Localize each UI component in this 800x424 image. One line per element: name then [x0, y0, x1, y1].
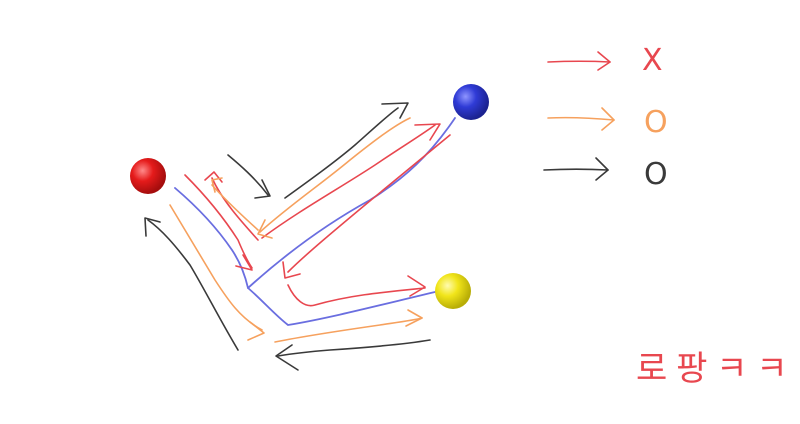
legend-symbol-black: O [644, 157, 668, 192]
red-strokes [184, 123, 451, 307]
black-strokes [144, 102, 431, 371]
legend: X O O [543, 43, 668, 192]
legend-item-red: X [547, 43, 663, 78]
legend-symbol-orange: O [644, 105, 668, 140]
legend-item-orange: O [547, 105, 668, 140]
orange-strokes [169, 117, 423, 343]
red-node [130, 158, 166, 194]
blue-node [453, 84, 489, 120]
legend-symbol-red: X [642, 43, 663, 78]
handwritten-caption: 로 팡 ㅋ ㅋ ㅋ [636, 349, 800, 389]
yellow-node [435, 273, 471, 309]
legend-item-black: O [543, 157, 668, 192]
